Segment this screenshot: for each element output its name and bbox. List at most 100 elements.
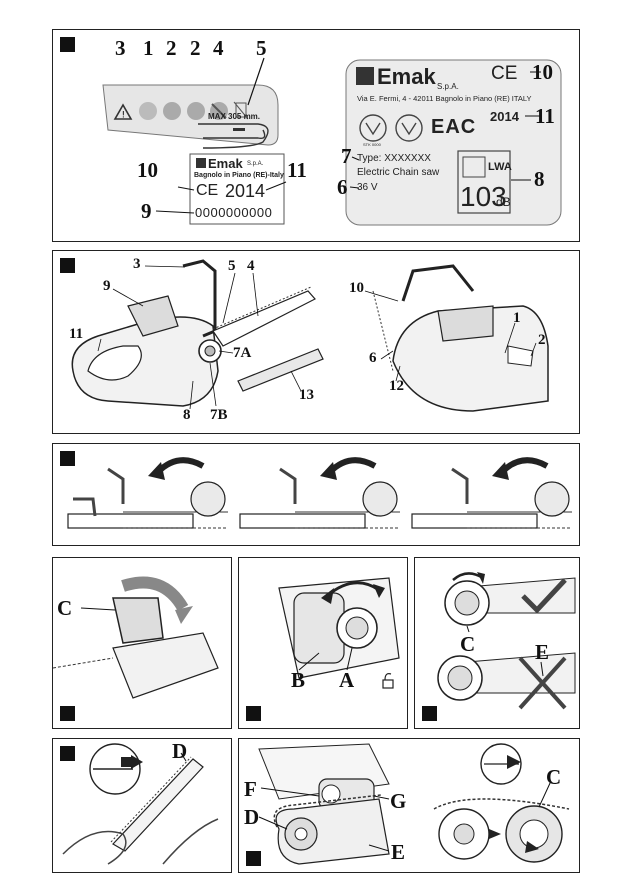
callout-4: 4 xyxy=(247,258,255,274)
callout-5: 5 xyxy=(256,36,267,60)
figure-panel-8: F G D E C xyxy=(238,738,580,873)
big-label-voltage: 36 V xyxy=(357,182,378,193)
big-label-address: Via E. Fermi, 4 - 42011 Bagnolo in Piano… xyxy=(357,94,532,103)
callout-8: 8 xyxy=(183,407,191,423)
panel-marker xyxy=(246,851,261,866)
label-C: C xyxy=(57,596,73,620)
label-F: F xyxy=(244,777,257,801)
panel-marker xyxy=(60,746,75,761)
callout-2a: 2 xyxy=(166,36,177,60)
figure-panel-6: C E xyxy=(414,557,580,729)
log-icon xyxy=(190,481,226,517)
big-label-type: Type: XXXXXXX xyxy=(357,153,431,164)
label-C: C xyxy=(460,632,476,656)
warning-triangle-icon xyxy=(113,103,133,120)
big-label-ce: CE xyxy=(491,63,518,84)
callout-5: 5 xyxy=(228,258,236,274)
panel-marker xyxy=(60,706,75,721)
small-label-ce: CE xyxy=(196,182,219,199)
small-label-year: 2014 xyxy=(225,181,266,201)
gloves-icon xyxy=(187,102,205,120)
figure-panel-3 xyxy=(52,443,580,546)
big-label-lwa: LWA xyxy=(488,161,512,173)
svg-text:!: ! xyxy=(122,111,126,121)
figure-panel-5: B A xyxy=(238,557,408,729)
guide-bar xyxy=(112,758,204,852)
battery-pack-icon xyxy=(127,295,179,337)
big-label-brand-suffix: S.p.A. xyxy=(437,82,459,91)
callout-9: 9 xyxy=(141,199,152,223)
read-manual-icon xyxy=(139,102,157,120)
small-label-serial: 0000000000 xyxy=(195,205,273,220)
big-label-year: 2014 xyxy=(490,109,519,124)
panel-marker xyxy=(60,451,75,466)
big-label-eac: EAC xyxy=(431,116,477,138)
chain-installation-drawing xyxy=(258,743,570,865)
callout-11-small: 11 xyxy=(287,158,307,182)
figure-panel-4: C xyxy=(52,557,232,729)
big-label-db-value: 103 xyxy=(460,181,507,212)
callout-10-big: 10 xyxy=(532,60,553,84)
callout-6: 6 xyxy=(337,175,348,199)
small-label-brand: Emak xyxy=(208,156,243,171)
big-label-db-unit: dB xyxy=(496,195,511,209)
panel-marker xyxy=(246,706,261,721)
callout-13: 13 xyxy=(299,387,314,403)
certification-icon xyxy=(359,114,387,142)
big-label-product: Electric Chain saw xyxy=(357,167,440,178)
chain-brake-lever xyxy=(112,597,164,644)
callout-3: 3 xyxy=(133,256,141,272)
tension-knob-drawing xyxy=(278,577,400,689)
chain-brake-drawing xyxy=(53,576,219,699)
small-label-brand-suffix: S.p.A. xyxy=(247,161,264,167)
certification-icon-2 xyxy=(395,114,423,142)
small-label-address: Bagnolo in Piano (RE)-Italy xyxy=(194,172,284,179)
callout-6: 6 xyxy=(369,350,377,366)
direction-arrow-icon xyxy=(507,755,521,769)
callout-7: 7 xyxy=(341,144,352,168)
callout-7A: 7A xyxy=(233,345,252,361)
weee-bin-icon xyxy=(235,102,247,118)
direction-arrow-icon xyxy=(131,755,143,769)
label-E: E xyxy=(391,840,406,864)
callout-7B: 7B xyxy=(210,407,228,423)
callout-1: 1 xyxy=(513,310,521,326)
bar-length-text: MAX 305 mm. xyxy=(208,112,261,121)
callout-10: 10 xyxy=(349,280,364,296)
checkmark-icon xyxy=(521,578,567,614)
callout-1: 1 xyxy=(143,36,154,60)
callout-12: 12 xyxy=(389,378,404,394)
callout-10-small: 10 xyxy=(137,158,158,182)
panel-marker xyxy=(60,37,75,52)
label-E: E xyxy=(535,640,550,664)
chainsaw-overview-drawing xyxy=(71,259,549,412)
figure-panel-1: ! 3 1 2 2 4 5 MAX 305 mm. xyxy=(52,29,580,242)
callout-8: 8 xyxy=(534,167,545,191)
callout-9: 9 xyxy=(103,278,111,294)
label-A: A xyxy=(339,668,355,692)
curved-arrow-icon xyxy=(155,457,205,475)
rotate-arrow-icon xyxy=(121,576,189,612)
callout-4: 4 xyxy=(213,36,224,60)
saw-chain xyxy=(273,794,382,828)
callout-2: 2 xyxy=(538,332,546,348)
label-C: C xyxy=(546,765,562,789)
warning-sticker: ! xyxy=(102,57,562,226)
label-D: D xyxy=(172,739,188,763)
callout-11-big: 11 xyxy=(535,104,555,128)
bar-cover xyxy=(237,348,324,392)
callout-3: 3 xyxy=(115,36,126,60)
figure-panel-7: D xyxy=(52,738,232,873)
panel-marker xyxy=(60,258,75,273)
panel-marker xyxy=(422,706,437,721)
knob-correct-wrong-drawing xyxy=(437,572,576,710)
kickback-drawing xyxy=(67,457,572,529)
unlock-icon xyxy=(382,679,394,689)
chain-direction-drawing xyxy=(62,743,219,865)
callout-2b: 2 xyxy=(190,36,201,60)
callout-11: 11 xyxy=(69,326,84,342)
big-label-cert-text: STK 0000 xyxy=(363,142,381,147)
label-G: G xyxy=(390,789,407,813)
label-D: D xyxy=(244,805,260,829)
helmet-icon xyxy=(163,102,181,120)
